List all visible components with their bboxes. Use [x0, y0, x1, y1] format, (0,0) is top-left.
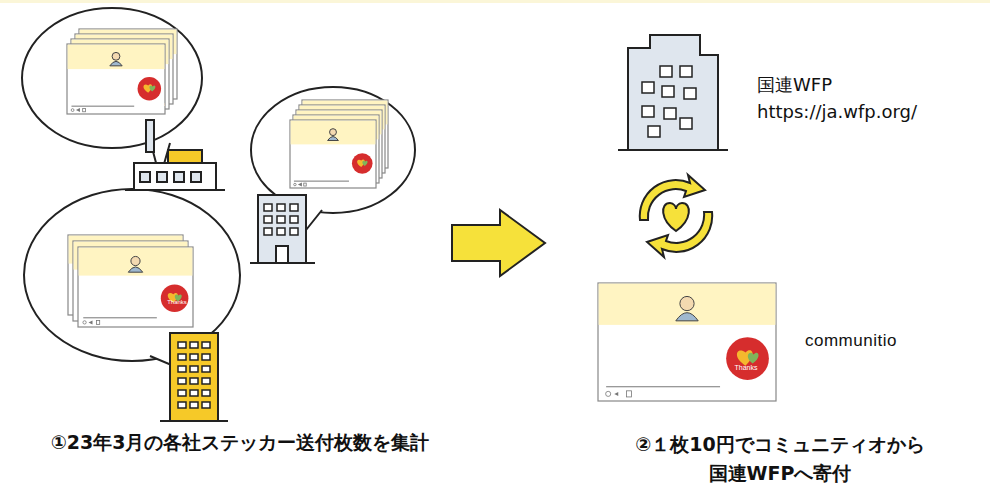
window: [277, 216, 285, 223]
window: [178, 378, 186, 384]
window: [190, 390, 198, 396]
card-part: [294, 181, 349, 182]
window: [264, 204, 272, 211]
label: https://ja.wfp.org/: [757, 101, 917, 122]
window: [664, 108, 676, 119]
window: [190, 342, 198, 348]
window: [680, 66, 692, 77]
window: [264, 228, 272, 235]
card-part: [298, 183, 302, 187]
card-part: [112, 52, 120, 60]
thanks-sticker: [726, 337, 769, 380]
thanks-sticker: [161, 284, 189, 312]
label: 国連WFP: [757, 73, 832, 97]
card-part: [83, 321, 86, 324]
step-caption: ②１枚10円でコミュニティオから 国連WFPへ寄付: [585, 430, 975, 487]
cycle-arrows: [640, 175, 712, 257]
windows: [642, 66, 696, 137]
office-building-icon: [250, 195, 315, 263]
card-part: [110, 61, 122, 65]
windows: [178, 342, 210, 408]
card-part: [96, 320, 99, 324]
window: [202, 402, 210, 408]
window: [190, 402, 198, 408]
card-part: [676, 313, 698, 321]
window: [190, 354, 198, 360]
window: [190, 366, 198, 372]
card-part: [89, 320, 93, 324]
window: [662, 86, 674, 97]
window: [190, 378, 198, 384]
window: [660, 66, 672, 77]
window: [178, 342, 186, 348]
window: [202, 390, 210, 396]
window: [277, 204, 285, 211]
window: [290, 228, 298, 235]
window: [264, 216, 272, 223]
window: [178, 390, 186, 396]
card-part: [131, 256, 140, 265]
label: communitio: [805, 331, 897, 351]
window: [202, 342, 210, 348]
card-part: [71, 109, 74, 112]
window: [290, 216, 298, 223]
speech-bubbles: [22, 8, 415, 375]
card-part: [330, 129, 337, 136]
window: [642, 82, 654, 93]
window: [277, 228, 285, 235]
card-part: [606, 386, 720, 387]
card-part: [680, 296, 694, 310]
card-part: [291, 121, 376, 145]
window: [290, 204, 298, 211]
card-part: [614, 392, 618, 396]
window: [648, 126, 660, 137]
window: [202, 378, 210, 384]
thanks-sticker: [138, 77, 162, 101]
window: [680, 118, 692, 129]
sticker-label: Thanks: [162, 299, 192, 305]
sticker-label: Thanks: [140, 101, 170, 107]
window: [178, 402, 186, 408]
card-part: [128, 267, 142, 272]
sticker-label: Thanks: [731, 364, 761, 371]
card-part: [149, 86, 155, 92]
card-part: [290, 120, 376, 188]
card-part: [599, 284, 776, 325]
yellow-building-icon: [160, 333, 228, 421]
window: [684, 88, 696, 99]
card-part: [83, 317, 157, 318]
factory-icon: [125, 120, 225, 190]
window: [202, 354, 210, 360]
card-part: [78, 247, 193, 327]
card-part: [79, 248, 193, 276]
window: [642, 106, 654, 117]
flow-arrow: [452, 210, 545, 276]
card-part: [626, 391, 631, 397]
card-part: [294, 183, 296, 185]
window: [202, 366, 210, 372]
card-part: [748, 353, 759, 364]
top-band: [0, 0, 990, 3]
card-part: [362, 161, 367, 166]
card-part: [606, 391, 611, 396]
card-part: [598, 283, 776, 401]
thanks-sticker: [352, 153, 373, 174]
wfp-building-icon: [618, 35, 728, 150]
card-part: [71, 106, 134, 107]
card-part: [68, 45, 165, 70]
step-caption: ①23年3月の各社ステッカー送付枚数を集計: [51, 430, 430, 456]
card-part: [304, 183, 306, 186]
card-part: [328, 137, 339, 141]
sticker-cards: [67, 29, 776, 401]
window: [178, 354, 186, 360]
window: [178, 366, 186, 372]
card-part: [83, 108, 86, 111]
windows: [264, 204, 298, 235]
card-part: [76, 108, 80, 112]
